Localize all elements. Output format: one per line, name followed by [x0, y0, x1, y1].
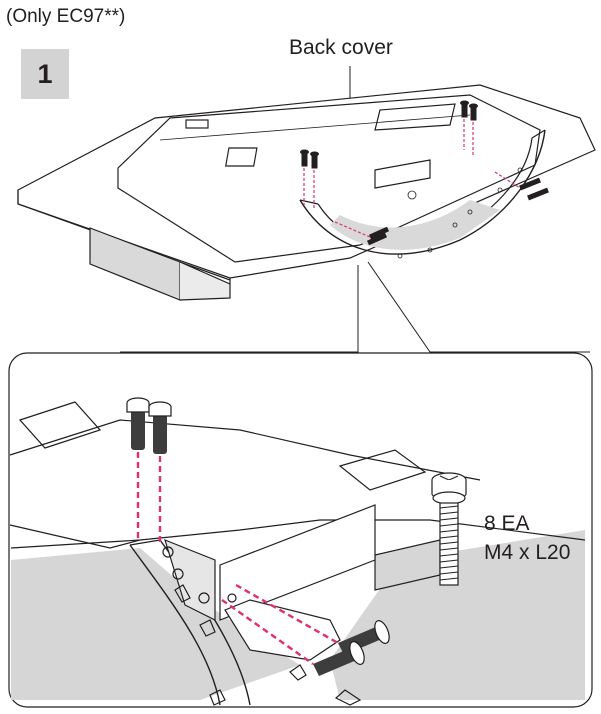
screw-spec-illustration [431, 472, 467, 586]
back-cover-label: Back cover [289, 36, 393, 59]
step-number-badge: 1 [21, 49, 69, 99]
detail-illustration [9, 401, 586, 706]
overview-guide-lines [303, 119, 521, 238]
detail-screw-horizontal-lower [313, 641, 365, 676]
detail-guide-lines [136, 452, 339, 665]
model-note: (Only EC97**) [6, 6, 126, 27]
detail-screw-vertical-right [148, 401, 172, 454]
overview-screws [300, 100, 549, 246]
detail-screw-vertical-left [126, 397, 150, 450]
screw-quantity: 8 EA [484, 512, 530, 535]
detail-connector-lines [120, 265, 359, 353]
screw-size-spec: M4 x L20 [484, 541, 571, 564]
tv-overview [17, 84, 596, 301]
